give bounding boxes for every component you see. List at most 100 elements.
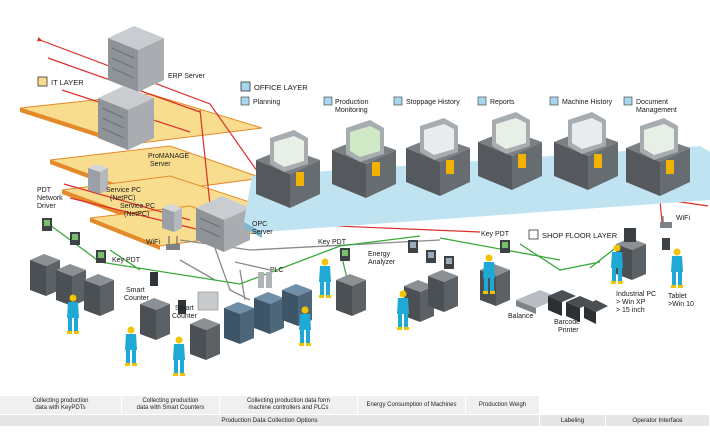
category-energy-line1: Energy Consumption of Machines bbox=[366, 401, 457, 408]
shop-floor-layer-marker bbox=[528, 229, 539, 240]
wifi-left-label: WiFi bbox=[146, 239, 160, 246]
office-workstations bbox=[256, 112, 690, 208]
industrial-pc-label: Industrial PC bbox=[616, 291, 656, 298]
service-pc-1 bbox=[88, 164, 108, 194]
category-keypdts-line2: data with KeyPDTs bbox=[35, 405, 86, 411]
balance-label: Balance bbox=[508, 313, 533, 320]
shop-floor-layer-label: SHOP FLOOR LAYER bbox=[542, 231, 618, 240]
device-labels: ERP Server ProMANAGE Server Service PC (… bbox=[37, 73, 694, 334]
key-pdt-1-label: Key PDT bbox=[112, 257, 141, 264]
workstation-document-management bbox=[626, 118, 690, 196]
shop-floor-layer-legend: SHOP FLOOR LAYER bbox=[528, 229, 618, 240]
promanage-server-label: ProMANAGE bbox=[148, 153, 190, 160]
tablet-label: Tablet bbox=[668, 293, 687, 300]
machine-9 bbox=[336, 274, 366, 316]
tablet-label-2: >Win 10 bbox=[668, 301, 694, 308]
service-pc-2-label: Service PC bbox=[120, 203, 155, 210]
wifi-right-label: WiFi bbox=[676, 215, 690, 222]
energy-analyzer-label: Energy bbox=[368, 251, 391, 258]
worker bbox=[299, 306, 311, 346]
barcode-printers bbox=[548, 290, 608, 324]
workstation-reports bbox=[478, 112, 542, 190]
machine-6 bbox=[224, 302, 254, 344]
service-pc-2-label-2: (NetPC) bbox=[124, 211, 149, 218]
group-data-collection: Production Data Collection Options bbox=[0, 415, 540, 426]
wifi-access-point-left bbox=[166, 236, 180, 250]
module-marker bbox=[393, 96, 403, 106]
worker bbox=[67, 294, 79, 334]
workers bbox=[67, 244, 683, 376]
machine-5 bbox=[190, 318, 220, 360]
wifi-access-point-right bbox=[660, 216, 672, 228]
energy-analyzer-label-2: Analyzer bbox=[368, 259, 396, 266]
key-pdt-2-label: Key PDT bbox=[318, 239, 347, 246]
balance-scale bbox=[516, 290, 560, 314]
module-marker bbox=[323, 96, 333, 106]
group-row: Production Data Collection Options Label… bbox=[0, 415, 710, 426]
module-planning-label: Planning bbox=[253, 99, 280, 106]
service-pc-1-label: Service PC bbox=[106, 187, 141, 194]
smart-counter-2-label-2: Counter bbox=[172, 313, 198, 320]
category-keypdts-line1: Collecting production bbox=[32, 398, 89, 404]
opc-server bbox=[196, 196, 250, 252]
service-pc-2 bbox=[162, 204, 182, 232]
category-smart-counters-line1: Collecting production bbox=[142, 398, 199, 404]
machine-7 bbox=[254, 292, 284, 334]
workstation-planning bbox=[256, 130, 320, 208]
machine-4 bbox=[140, 298, 170, 340]
group-labeling: Labeling bbox=[540, 415, 606, 426]
it-layer-marker bbox=[37, 76, 48, 87]
smart-counter-1-label: Smart bbox=[126, 287, 145, 294]
module-stoppage-history-label: Stoppage History bbox=[406, 99, 460, 106]
module-document-management-label-2: Management bbox=[636, 107, 677, 114]
key-pdt-3-label: Key PDT bbox=[481, 231, 510, 238]
worker bbox=[483, 254, 495, 294]
workstation-machine-history bbox=[554, 112, 618, 190]
module-marker bbox=[549, 96, 559, 106]
industrial-pc bbox=[616, 228, 646, 280]
category-smart-counters-line2: data with Smart Counters bbox=[136, 405, 205, 411]
pdt-network-driver-label-2: Network bbox=[37, 195, 63, 202]
machine-11 bbox=[428, 270, 458, 312]
category-plcs-line2: machine controllers and PLCs bbox=[248, 405, 329, 411]
module-reports-label: Reports bbox=[490, 99, 515, 106]
machine-1 bbox=[30, 254, 60, 296]
key-pdt-terminals bbox=[42, 218, 670, 269]
plc-cabinets bbox=[197, 272, 272, 311]
category-energy: Energy Consumption of Machines bbox=[358, 396, 466, 414]
worker bbox=[319, 258, 331, 298]
smart-counter-2-label: Smart bbox=[175, 305, 194, 312]
category-weigh: Production Weigh bbox=[466, 396, 540, 414]
opc-server-label: OPC bbox=[252, 221, 267, 228]
module-marker bbox=[477, 96, 487, 106]
smart-counter-1-label-2: Counter bbox=[124, 295, 150, 302]
worker bbox=[173, 336, 185, 376]
industrial-pc-label-3: > 15 inch bbox=[616, 307, 645, 314]
it-layer-label: IT LAYER bbox=[51, 78, 84, 87]
worker bbox=[125, 326, 137, 366]
opc-server-label-2: Server bbox=[252, 229, 273, 236]
pdt-network-driver-label-3: Driver bbox=[37, 203, 56, 210]
office-layer-label: OFFICE LAYER bbox=[254, 83, 308, 92]
module-production-monitoring-label: Production bbox=[335, 99, 369, 106]
module-production-monitoring-label-2: Monitoring bbox=[335, 107, 368, 114]
workstation-stoppage-history bbox=[406, 118, 470, 196]
barcode-printer-label: Barcode bbox=[554, 319, 580, 326]
erp-server bbox=[108, 26, 164, 92]
industrial-pc-label-2: > Win XP bbox=[616, 299, 646, 306]
worker bbox=[397, 290, 409, 330]
office-module-labels: Planning Production Monitoring Stoppage … bbox=[240, 96, 677, 114]
shop-floor-machines bbox=[30, 228, 646, 360]
office-layer-marker bbox=[240, 81, 251, 92]
group-operator-interface: Operator Interface bbox=[606, 415, 710, 426]
plc-label: PLC bbox=[270, 267, 284, 274]
module-marker bbox=[240, 96, 250, 106]
module-marker bbox=[623, 96, 633, 106]
promanage-server-label-2: Server bbox=[150, 161, 171, 168]
it-layer-legend: IT LAYER bbox=[37, 76, 84, 87]
category-empty bbox=[540, 396, 710, 414]
